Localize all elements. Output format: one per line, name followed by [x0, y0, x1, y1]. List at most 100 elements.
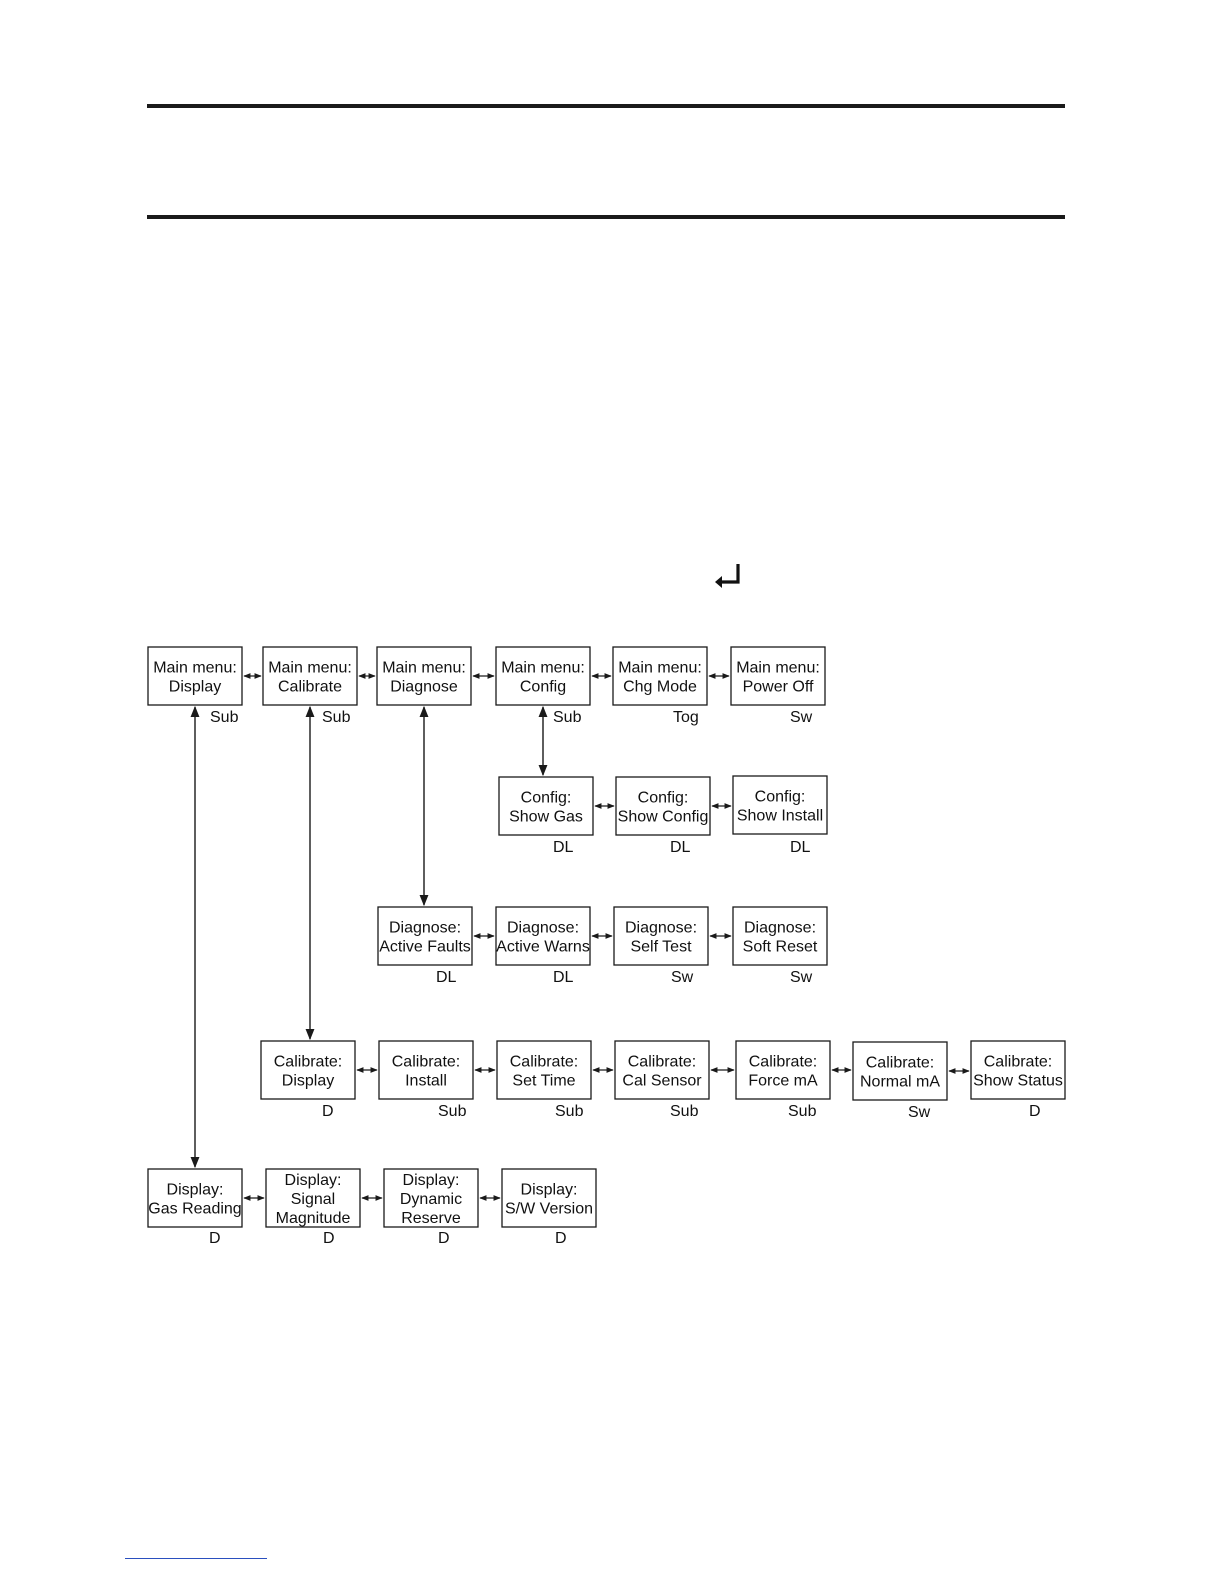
node-label-line: Config:	[755, 789, 806, 806]
node-box-main-power-off	[730, 646, 826, 706]
node-label-line: Config:	[521, 790, 572, 807]
node-action-tag: Sub	[438, 1103, 467, 1120]
header-rule-bottom	[147, 215, 1065, 219]
node-label-line: Calibrate:	[866, 1055, 934, 1072]
node-box-calibrate-cal-sensor	[614, 1040, 710, 1100]
node-label-line: Calibrate:	[628, 1054, 696, 1071]
node-label-line: Show Config	[618, 809, 709, 826]
node-action-tag: D	[322, 1103, 334, 1120]
node-label-line: Show Gas	[509, 809, 583, 826]
node-calibrate-force-ma: Calibrate: Force mA Sub	[735, 1040, 831, 1120]
node-label-line: Diagnose:	[507, 920, 579, 937]
node-label-line: Power Off	[743, 679, 814, 696]
node-label-line: Gas Reading	[148, 1201, 241, 1218]
node-main-diagnose: Main menu:Diagnose	[376, 646, 472, 706]
node-box-main-calibrate	[262, 646, 358, 706]
node-label-line: Display:	[167, 1182, 224, 1199]
node-label-line: Magnitude	[276, 1210, 351, 1227]
node-label-line: Active Faults	[379, 939, 471, 956]
enter-key-icon	[715, 564, 740, 588]
node-box-diagnose-self-test	[613, 906, 709, 966]
node-action-tag: Sub	[210, 709, 239, 726]
node-action-tag: Sub	[553, 709, 582, 726]
node-label-line: Calibrate:	[984, 1054, 1052, 1071]
node-label-line: Diagnose	[390, 679, 458, 696]
node-action-tag: Sw	[790, 969, 813, 986]
node-box-calibrate-set-time	[496, 1040, 592, 1100]
header-rule-top	[147, 104, 1065, 108]
node-box-main-display	[147, 646, 243, 706]
node-label-line: Show Install	[737, 808, 823, 825]
node-action-tag: D	[555, 1230, 567, 1247]
node-label-line: Main menu:	[618, 660, 702, 677]
node-label-line: Soft Reset	[743, 939, 818, 956]
node-action-tag: Sub	[788, 1103, 817, 1120]
node-action-tag: Sub	[322, 709, 351, 726]
node-box-display-dynamic-reserve	[383, 1168, 479, 1228]
node-action-tag: D	[438, 1230, 450, 1247]
node-box-diagnose-active-warns	[495, 906, 591, 966]
node-action-tag: D	[1029, 1103, 1041, 1120]
node-label-line: Reserve	[401, 1210, 461, 1227]
node-label-line: Chg Mode	[623, 679, 697, 696]
node-label-line: Config	[520, 679, 566, 696]
node-box-main-diagnose	[376, 646, 472, 706]
node-box-config-show-config	[615, 776, 711, 836]
node-action-tag: D	[209, 1230, 221, 1247]
node-action-tag: Sub	[670, 1103, 699, 1120]
node-label-line: Display	[169, 679, 221, 696]
node-box-display-gas-reading	[147, 1168, 243, 1228]
node-box-diagnose-active-faults	[377, 906, 473, 966]
node-box-calibrate-display	[260, 1040, 356, 1100]
node-box-config-show-install	[732, 775, 828, 835]
node-label-line: Calibrate:	[392, 1054, 460, 1071]
node-label-line: Main menu:	[736, 660, 820, 677]
node-label-line: S/W Version	[505, 1201, 593, 1218]
node-box-calibrate-force-ma	[735, 1040, 831, 1100]
footer-link-underline	[125, 1558, 267, 1559]
node-action-tag: Sub	[555, 1103, 584, 1120]
node-label-line: Display:	[285, 1172, 342, 1189]
node-box-config-show-gas	[498, 776, 594, 836]
node-label-line: Display:	[403, 1172, 460, 1189]
node-box-display-sw-version	[501, 1168, 597, 1228]
node-label-line: Diagnose:	[625, 920, 697, 937]
node-label-line: Show Status	[973, 1073, 1063, 1090]
node-action-tag: DL	[553, 839, 574, 856]
node-label-line: Main menu:	[501, 660, 585, 677]
node-label-line: Signal	[291, 1191, 335, 1208]
node-label-line: Dynamic	[400, 1191, 462, 1208]
node-label-line: Main menu:	[153, 660, 237, 677]
node-label-line: Active Warns	[496, 939, 590, 956]
node-label-line: Cal Sensor	[622, 1073, 702, 1090]
node-label-line: Calibrate:	[510, 1054, 578, 1071]
node-box-main-chg-mode	[612, 646, 708, 706]
node-label-line: Normal mA	[860, 1074, 940, 1091]
node-action-tag: DL	[670, 839, 691, 856]
node-box-diagnose-soft-reset	[732, 906, 828, 966]
node-label-line: Calibrate	[278, 679, 342, 696]
node-label-line: Main menu:	[268, 660, 352, 677]
node-label-line: Force mA	[748, 1073, 818, 1090]
node-label-line: Calibrate:	[749, 1054, 817, 1071]
node-label-line: Config:	[638, 790, 689, 807]
node-label-line: Diagnose:	[744, 920, 816, 937]
node-label-line: Diagnose:	[389, 920, 461, 937]
